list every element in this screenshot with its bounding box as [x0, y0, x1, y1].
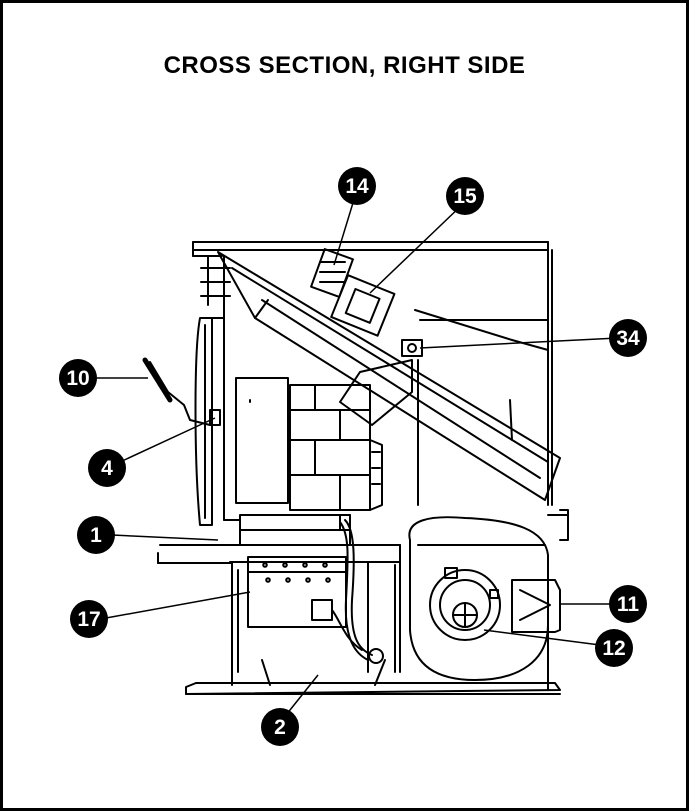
callout-17-label: 17	[77, 608, 100, 631]
leader-1	[111, 534, 219, 541]
combustion-blower	[408, 509, 569, 691]
callout-10: 10	[59, 359, 97, 397]
front-door	[194, 317, 225, 526]
callout-4-label: 4	[101, 457, 113, 480]
burn-pot	[239, 514, 351, 546]
auger-motor	[310, 248, 354, 298]
callout-1-label: 1	[90, 524, 102, 547]
callout-11-label: 11	[617, 593, 640, 616]
leader-lines	[95, 192, 619, 716]
leader-4	[119, 417, 216, 463]
thermal-sensor	[401, 339, 423, 357]
leader-34	[419, 337, 619, 349]
callout-14-label: 14	[345, 175, 369, 198]
callout-12: 12	[595, 629, 633, 667]
callout-34: 34	[609, 319, 647, 357]
control-box	[247, 556, 347, 628]
leader-14	[333, 192, 357, 266]
callout-15-label: 15	[453, 185, 477, 208]
leader-15	[369, 202, 465, 294]
lower-cabinet	[231, 544, 401, 686]
callout-17: 17	[70, 600, 108, 638]
callout-15: 15	[446, 177, 484, 215]
power-cord	[142, 357, 221, 426]
cabinet-body	[192, 241, 553, 521]
callout-14: 14	[338, 167, 376, 205]
callout-34-label: 34	[616, 327, 640, 350]
firebrick-wall	[289, 384, 383, 511]
leader-2	[285, 674, 319, 716]
diagram-title: CROSS SECTION, RIGHT SIDE	[163, 52, 526, 79]
callout-2: 2	[261, 708, 299, 746]
floor-line	[157, 544, 401, 564]
lid-switch	[330, 274, 396, 337]
auger-tube	[217, 251, 561, 506]
callout-4: 4	[88, 449, 126, 487]
callouts: 14 15 34 10 4 1 17 11	[59, 167, 647, 746]
leader-12	[483, 629, 601, 646]
base-plate	[185, 682, 561, 695]
firebox-panel	[223, 377, 289, 521]
callout-11: 11	[609, 585, 647, 623]
callout-2-label: 2	[274, 716, 286, 739]
wiring	[331, 519, 384, 664]
callout-10-label: 10	[66, 367, 89, 390]
leader-17	[105, 591, 251, 619]
callout-12-label: 12	[602, 637, 625, 660]
callout-1: 1	[77, 516, 115, 554]
